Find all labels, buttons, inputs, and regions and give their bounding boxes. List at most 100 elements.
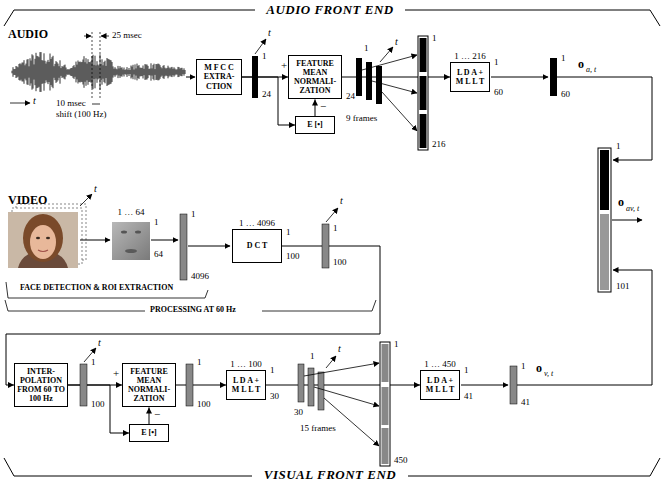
vector-segment [382,428,389,464]
feature-vector [308,368,314,406]
arrowhead [146,407,152,413]
connector-line [176,385,226,386]
vector-segment [420,38,427,72]
index-label: 1 [521,362,526,371]
vector-segment [420,114,427,148]
index-label: 1 [432,34,437,43]
signal-name: VIDEO [8,194,47,206]
index-label: 24 [262,90,271,99]
box-label: FEATURE MEAN NORMALI- ZATION [291,59,339,96]
signal-arrow [491,77,548,78]
mouth-roi [121,231,127,234]
transform-box: 1 … 450L D A + M L L T [420,370,460,400]
face-photo [36,237,40,239]
dimension-arrow [101,36,109,37]
transform-box: 1 … 4096D C T [232,229,282,263]
index-label: 1 [154,218,159,227]
arrowhead [312,99,318,105]
face-photo [38,250,48,252]
feature-vector [180,214,187,280]
feature-vector [80,364,87,406]
vector-segment [600,214,609,290]
index-label: 1 [91,358,96,367]
vector-segment [600,150,609,210]
index-label: 1 [333,224,338,233]
index-label: 15 frames [300,424,336,433]
process-box: FEATURE MEAN NORMALI- ZATION [122,363,176,408]
index-label: shift (100 Hz) [56,110,107,119]
vector-segment [382,344,389,382]
feature-vector [322,224,329,268]
stack-wire [372,81,417,93]
time-axis-label: t [395,37,398,47]
vector-segment [420,76,427,110]
connector [312,99,318,116]
index-label: 450 [394,456,408,465]
connector [68,385,129,436]
operator-sign: − [320,101,326,112]
box-label: L D A + M L L T [423,376,457,394]
dimension-line [92,104,100,105]
vector-symbol: o [618,196,624,208]
mouth-roi [112,222,150,260]
box-label: E [•] [298,120,332,129]
connector-line [68,385,129,433]
process-box: INTER- POLATION FROM 60 TO 100 Hz [14,363,68,408]
index-label: 41 [464,392,473,401]
stack-wire [362,55,417,70]
index-label: 216 [432,140,446,149]
signal-arrow [186,77,195,78]
vector-subscript: a, t [586,66,596,74]
vector-subscript: v, t [544,370,553,378]
index-label: 1 [197,358,202,367]
window-tick [100,32,101,98]
audio-waveform [12,52,185,92]
signal-arrow [612,220,642,221]
index-label: 1 [561,54,566,63]
feature-vector [550,58,557,96]
time-axis-label: t [33,96,36,106]
box-label: FEATURE MEAN NORMALI- ZATION [125,367,173,404]
bracket-line [6,282,208,298]
vector-symbol: o [578,58,584,70]
matrix-size-label: 1 … 216 [441,51,499,61]
signal-arrow [80,240,110,241]
stacked-vector [418,36,428,150]
time-arrow [10,103,30,104]
index-label: 25 msec [112,31,142,40]
expectation-box: E [•] [129,424,169,442]
index-label: 24 [346,92,355,101]
combined-vector [598,148,611,292]
vector-subscript: av, t [626,205,639,213]
time-arrow [380,47,393,62]
signal-arrow [461,385,508,386]
feature-vector [252,56,258,98]
expectation-box: E [•] [295,116,335,134]
time-axis-label: t [268,28,271,38]
operator-sign: + [281,60,287,71]
matrix-size-label: 1 … 4096 [223,218,291,228]
connector-line [266,385,420,386]
index-label: 9 frames [346,114,377,123]
index-label: 100 [286,252,300,261]
box-label: D C T [235,241,279,250]
time-axis-label: t [340,196,343,206]
transform-box: 1 … 216L D A + M L L T [450,62,490,92]
transform-box: 1 … 100L D A + M L L T [226,370,266,400]
stacked-vector [380,342,390,466]
matrix-size-label: 1 … 100 [217,359,275,369]
index-label: 1 [191,210,196,219]
time-axis-label: t [338,344,341,354]
face-photo [30,225,56,259]
vector-segment [382,387,389,425]
dimension-arrow [84,36,91,37]
index-label: 100 [333,258,347,267]
index-label: 41 [521,398,530,407]
signal-arrow [188,246,230,247]
feature-vector [318,372,324,410]
signal-arrow [151,240,178,241]
stack-wire [304,363,379,376]
annotation: FACE DETECTION & ROI EXTRACTION [20,284,173,292]
index-label: 1 … 64 [118,208,145,217]
box-label: INTER- POLATION FROM 60 TO 100 Hz [17,367,65,404]
